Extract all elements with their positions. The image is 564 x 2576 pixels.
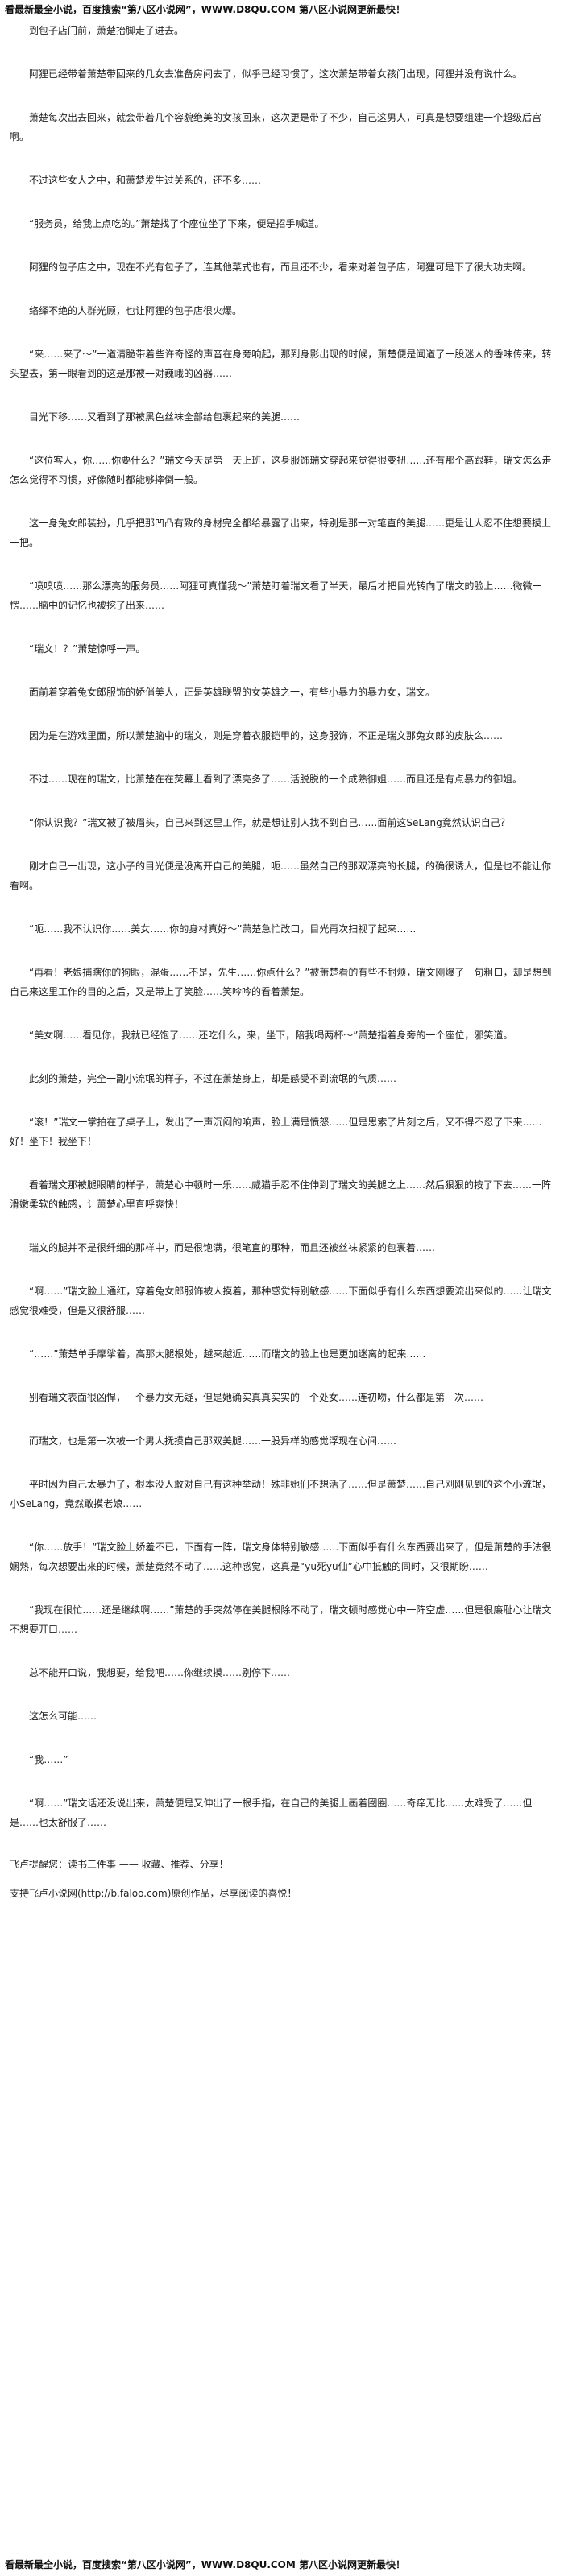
story-paragraph: “啊……”瑞文脸上通红，穿着兔女郎服饰被人摸着，那种感觉特别敏感……下面似乎有什… bbox=[10, 1286, 552, 1316]
story-paragraph: “你认识我？”瑞文被了被眉头，自己来到这里工作，就是想让别人找不到自己……面前这… bbox=[29, 817, 510, 828]
story-paragraph: 不过这些女人之中，和萧楚发生过关系的，还不多…… bbox=[29, 175, 262, 186]
story-paragraph: “喷喷喷……那么漂亮的服务员……阿狸可真懂我～”萧楚盯着瑞文看了半天，最后才把目… bbox=[10, 580, 542, 611]
story-paragraph: “滚！”瑞文一掌拍在了桌子上，发出了一声沉闷的响声，脸上满是愤怒……但是思索了片… bbox=[10, 1117, 542, 1147]
story-paragraph: “来……来了～”一道清脆带着些许奇怪的声音在身旁响起，那到身影出现的时候，萧楚便… bbox=[10, 349, 552, 379]
header-banner: 看最新最全小说，百度搜索“第八区小说网”，WWW.D8QU.COM 第八区小说网… bbox=[5, 4, 406, 15]
story-paragraph: “美女啊……看见你，我就已经饱了……还吃什么，来，坐下，陪我喝两杯～”萧楚指着身… bbox=[29, 1030, 513, 1041]
story-paragraph: “这位客人，你……你要什么？”瑞文今天是第一天上班，这身服饰瑞文穿起来觉得很变扭… bbox=[10, 455, 552, 485]
story-paragraph: 别看瑞文表面很凶悍，一个暴力女无疑，但是她确实真真实实的一个处女……连初吻，什么… bbox=[29, 1392, 484, 1403]
footer-banner: 看最新最全小说，百度搜索“第八区小说网”，WWW.D8QU.COM 第八区小说网… bbox=[5, 2559, 406, 2570]
chapter-content: 到包子店门前，萧楚抬脚走了进去。阿狸已经带着萧楚带回来的几女去准备房间去了，似乎… bbox=[0, 16, 564, 1901]
story-paragraph: 此刻的萧楚，完全一副小流氓的样子，不过在萧楚身上，却是感受不到流氓的气质…… bbox=[29, 1073, 397, 1084]
story-paragraph: 瑞文的腿并不是很纤细的那样中，而是很饱满，很笔直的那种，而且还被丝袜紧紧的包裹着… bbox=[29, 1242, 436, 1253]
story-paragraph: 到包子店门前，萧楚抬脚走了进去。 bbox=[29, 25, 185, 36]
story-paragraph: “再看！老娘捕瞎你的狗眼，混蛋……不是，先生……你点什么？”被萧楚看的有些不耐烦… bbox=[10, 967, 552, 997]
story-paragraph: 刚才自己一出现，这小子的目光便是没离开自己的美腿，呃……虽然自己的那双漂亮的长腿… bbox=[10, 861, 552, 891]
story-paragraph: 阿狸已经带着萧楚带回来的几女去准备房间去了，似乎已经习惯了，这次萧楚带着女孩门出… bbox=[29, 68, 523, 80]
story-paragraph: 目光下移……又看到了那被黑色丝袜全部给包裹起来的美腿…… bbox=[29, 411, 301, 423]
story-paragraph: 面前着穿着兔女郎服饰的娇俏美人，正是英雄联盟的女英雄之一，有些小暴力的暴力女，瑞… bbox=[29, 687, 436, 698]
story-paragraph: 萧楚每次出去回来，就会带着几个容貌绝美的女孩回来，这次更是带了不少，自己这男人，… bbox=[10, 112, 542, 142]
story-paragraph: 看着瑞文那被腿眼睛的样子，萧楚心中顿时一乐……威猫手忍不住伸到了瑞文的美腿之上…… bbox=[10, 1179, 552, 1210]
story-paragraph: “我现在很忙……还是继续啊……”萧楚的手突然停在美腿根除不动了，瑞文顿时感觉心中… bbox=[10, 1604, 552, 1635]
story-paragraph: 这一身兔女郎装扮，几乎把那凹凸有致的身材完全都给暴露了出来，特别是那一对笔直的美… bbox=[10, 518, 552, 548]
site-support-note: 支持飞卢小说网(http://b.faloo.com)原创作品，尽享阅读的喜悦！ bbox=[10, 1888, 297, 1899]
story-paragraph: 不过……现在的瑞文，比萧楚在在荧幕上看到了漂亮多了……活脱脱的一个成熟御姐……而… bbox=[29, 774, 523, 785]
story-paragraph: 因为是在游戏里面，所以萧楚脑中的瑞文，则是穿着衣服铠甲的，这身服饰，不正是瑞文那… bbox=[29, 730, 504, 741]
story-paragraph: 络绎不绝的人群光顾，也让阿狸的包子店很火爆。 bbox=[29, 305, 243, 316]
story-paragraph: “瑞文！？”萧楚惊呼一声。 bbox=[29, 643, 146, 654]
story-paragraph: 这怎么可能…… bbox=[29, 1711, 97, 1722]
story-paragraph: “呃……我不认识你……美女……你的身材真好～”萧楚急忙改口，目光再次扫视了起来…… bbox=[29, 923, 417, 935]
story-paragraph: “啊……”瑞文话还没说出来，萧楚便是又伸出了一根手指，在自己的美腿上画着圈圈……… bbox=[10, 1798, 533, 1828]
reading-reminder: 飞卢提醒您：读书三件事 —— 收藏、推荐、分享！ bbox=[10, 1859, 229, 1870]
story-paragraph: “我……” bbox=[29, 1754, 68, 1765]
story-paragraph: 总不能开口说，我想要，给我吧……你继续摸……别停下…… bbox=[29, 1667, 291, 1678]
story-paragraph: 阿狸的包子店之中，现在不光有包子了，连其他菜式也有，而且还不少，看来对着包子店，… bbox=[29, 262, 533, 273]
story-paragraph: “服务员，给我上点吃的。”萧楚找了个座位坐了下来，便是招手喊道。 bbox=[29, 218, 325, 229]
story-paragraph: “……”萧楚单手摩挲着，高那大腿根处，越来越近……而瑞文的脸上也是更加迷离的起来… bbox=[29, 1348, 426, 1360]
story-paragraph: 而瑞文，也是第一次被一个男人抚摸自己那双美腿……一股异样的感觉浮现在心间…… bbox=[29, 1435, 397, 1447]
story-paragraph: 平时因为自己太暴力了，根本没人敢对自己有这种举动！殊非她们不想活了……但是萧楚…… bbox=[10, 1479, 552, 1509]
story-paragraph: “你……放手！”瑞文脸上娇羞不已，下面有一阵，瑞文身体特别敏感……下面似乎有什么… bbox=[10, 1542, 552, 1572]
